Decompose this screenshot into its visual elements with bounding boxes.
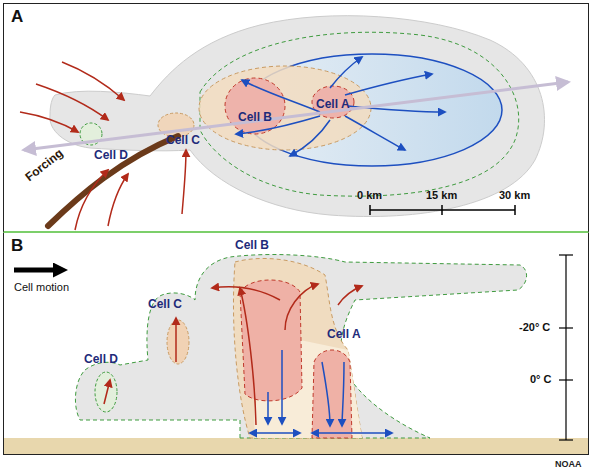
downdraft-arrow	[267, 392, 269, 424]
cell-motion-label: Cell motion	[14, 281, 69, 293]
cell-label: Cell A	[316, 97, 350, 111]
cell-label: Cell B	[235, 238, 269, 252]
inflow-arrow	[20, 112, 78, 132]
precip-region	[233, 258, 362, 438]
credit-label: NOAA	[555, 459, 582, 469]
inflow-arrows	[20, 62, 186, 230]
updraft-arrow	[104, 380, 110, 404]
updraft-arrows	[104, 284, 362, 425]
updraft-arrow	[240, 288, 256, 425]
cell-label: Cell A	[327, 327, 361, 341]
inflow-arrow	[75, 170, 108, 230]
scale-label: 30 km	[499, 189, 530, 201]
scale-tick	[514, 205, 516, 215]
inflow-arrow	[36, 84, 108, 120]
temperature-label: 0° C	[530, 373, 552, 385]
downdraft-arrows	[268, 350, 344, 426]
outflow-arrows	[236, 57, 445, 156]
cell-c-blob	[167, 320, 189, 364]
scale-tick	[369, 205, 371, 215]
cloud-outline	[200, 32, 519, 196]
precip-region	[199, 66, 371, 150]
inflow-arrow	[62, 62, 124, 100]
scale-label: 0 km	[357, 189, 382, 201]
scale-tick	[441, 205, 443, 215]
gust-front-arrows	[250, 432, 392, 434]
inflow-arrow	[182, 150, 186, 214]
axis-tick	[559, 379, 573, 380]
cell-motion-arrow	[14, 268, 62, 273]
forcing-line	[48, 136, 178, 226]
cell-label: Cell D	[94, 148, 128, 162]
storm-motion-axis	[24, 82, 568, 150]
scale-label: 15 km	[426, 189, 457, 201]
gust-arrow	[250, 432, 300, 434]
updraft-arrow	[212, 287, 280, 300]
forcing-label: Forcing	[22, 146, 65, 184]
storm-cloud	[75, 255, 526, 438]
outflow-arrow	[345, 116, 405, 150]
downdraft-arrow	[342, 362, 344, 426]
axis-tick	[559, 327, 573, 328]
panel-letter: A	[11, 7, 23, 27]
scale-bar	[370, 205, 515, 215]
outflow-arrow	[330, 57, 362, 88]
updraft-arrow	[285, 284, 318, 330]
cell-label: Cell B	[238, 110, 272, 124]
downdraft-arrow	[281, 350, 283, 424]
inflow-arrow	[108, 174, 128, 226]
temperature-axis	[559, 255, 573, 440]
axis-tick	[559, 439, 573, 440]
cell-label: Cell D	[84, 352, 118, 366]
panel-b: B	[3, 233, 589, 455]
updraft-arrow	[175, 318, 177, 362]
cell-label: Cell C	[148, 297, 182, 311]
ground	[3, 438, 589, 455]
axis-tick	[559, 254, 573, 255]
cell-label: Cell C	[166, 133, 200, 147]
panel-letter: B	[11, 236, 23, 256]
cell-d-blob	[95, 372, 117, 412]
outflow-arrow	[345, 74, 432, 95]
updraft-arrow	[338, 286, 362, 305]
downdraft-arrow	[322, 362, 330, 426]
axis-line	[565, 255, 566, 440]
outflow-arrow	[242, 80, 320, 112]
outflow-arrow	[290, 120, 330, 156]
gust-arrow	[312, 432, 392, 434]
cell-a-core	[312, 350, 352, 438]
temperature-label: -20° C	[519, 321, 550, 333]
